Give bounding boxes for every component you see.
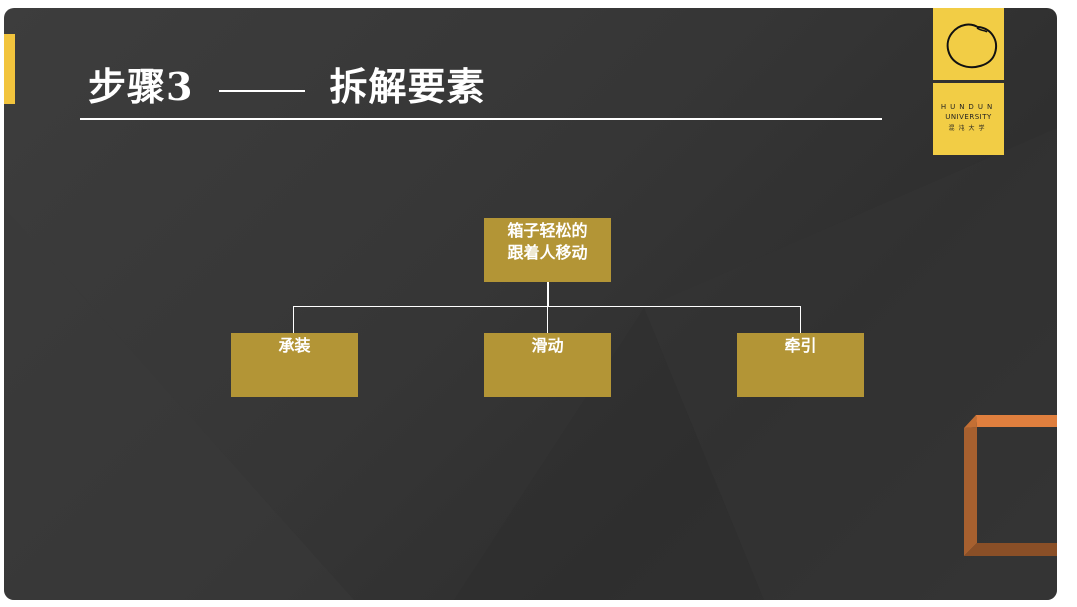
hundun-logo: HUNDUN UNIVERSITY 混沌大学 <box>933 8 1004 155</box>
child-label: 承装 <box>278 336 311 355</box>
connector-left <box>293 306 294 333</box>
connector-middle <box>547 306 548 333</box>
logo-line3: 混沌大学 <box>948 125 989 132</box>
enso-circle-icon <box>946 23 997 69</box>
logo-text-panel: HUNDUN UNIVERSITY 混沌大学 <box>933 83 1004 155</box>
connector-right <box>800 306 801 333</box>
title-dash <box>219 89 306 92</box>
root-line1: 箱子轻松的 <box>507 221 588 240</box>
slide: 步骤3 拆解要素 HUNDUN UNIVERSITY 混沌大学 箱子轻松的 跟着人… <box>4 8 1057 600</box>
child-node-pull: 牵引 <box>737 333 864 397</box>
child-node-slide: 滑动 <box>484 333 611 397</box>
title-step: 步骤3 <box>88 64 194 109</box>
logo-line1: HUNDUN <box>940 103 997 111</box>
child-label: 牵引 <box>784 336 817 355</box>
child-node-carry: 承装 <box>231 333 358 397</box>
connector-trunk <box>547 282 549 307</box>
child-label: 滑动 <box>531 336 564 355</box>
root-line2: 跟着人移动 <box>507 243 588 262</box>
accent-bar <box>4 34 15 104</box>
root-node: 箱子轻松的 跟着人移动 <box>484 218 611 282</box>
logo-line2: UNIVERSITY <box>945 113 992 121</box>
logo-circle-panel <box>933 8 1004 80</box>
title-topic: 拆解要素 <box>329 64 486 109</box>
decorative-frame <box>964 415 1057 556</box>
slide-title: 步骤3 拆解要素 <box>88 56 485 111</box>
title-underline <box>80 118 882 120</box>
